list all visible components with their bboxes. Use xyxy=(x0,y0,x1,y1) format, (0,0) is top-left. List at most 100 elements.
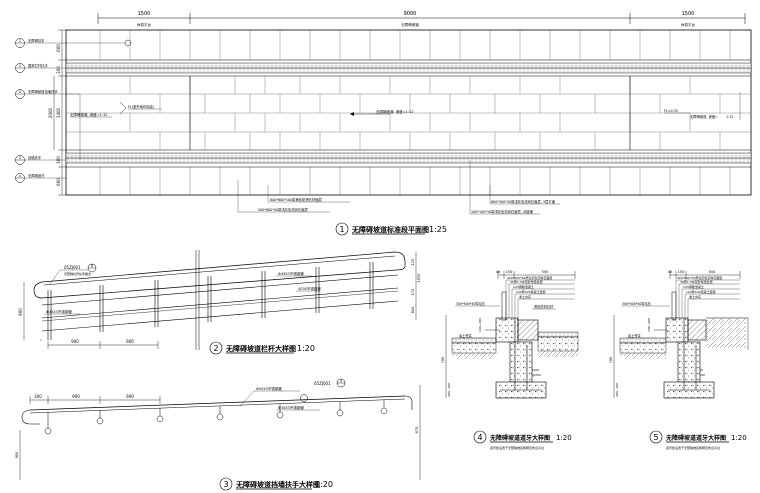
plan-dim-left-6: 600 xyxy=(56,178,61,186)
curb-a-vdim-4: 200 xyxy=(447,391,451,397)
curb-b-dim-3: 500 xyxy=(709,270,716,274)
plan-dim-top-note-2: 无障碍坡道 xyxy=(401,22,419,27)
plan-dim-top-note-1: 休息平台 xyxy=(137,22,151,27)
plan-callout-2: 600*300*30厚浅灰色花岗石面层, 3层平铺 xyxy=(491,199,556,204)
plan-dim-top-1: 1500 xyxy=(138,11,151,17)
curb-b-title-num: 5 xyxy=(653,433,658,442)
plan-slope-right: 无障碍坡道, 坡度= xyxy=(690,114,718,119)
curb-b-vdim-2: 700 xyxy=(609,357,613,364)
railing-vdim-r3: 170 xyxy=(411,289,415,296)
railing-ref-code: 05ZJ001 xyxy=(64,265,81,270)
curb-b-note-1: 素土夯实 xyxy=(628,333,641,338)
curb-b-layer-3: C25钢筋混凝土 xyxy=(683,284,704,289)
railing-dim-2: 900 xyxy=(126,339,134,344)
curb-b-dim-1: 45 xyxy=(668,270,672,274)
curb-a-dim-1: 45 xyxy=(496,270,500,274)
legend-text-5: 无障碍道牙 xyxy=(28,173,45,178)
railing-vdim-r2: 1050 xyxy=(417,274,421,283)
wall-scale: 1:20 xyxy=(315,480,333,489)
plan-dim-left-1: 600 xyxy=(56,44,61,52)
plan-callout-3: 100*100*30厚浅灰色花岗石面层, 对缝铺 xyxy=(471,209,533,214)
curb-a-layer-3: C25钢筋混凝土 xyxy=(513,284,534,289)
curb-a-note-2: 素土夯实 xyxy=(459,333,472,338)
legend-num-5: 4 xyxy=(19,174,22,178)
legend-num-4: 3 xyxy=(19,156,21,160)
railing-vdim-r4: 800 xyxy=(411,307,415,314)
plan-slope-mid: 无障碍坡道, 坡度=1:12 xyxy=(376,109,414,114)
legend-num-2: 2 xyxy=(19,64,21,68)
curb-a-note-1: 黄色防滑石材 xyxy=(534,304,554,309)
wall-note-1: Φ50X3不锈钢管 xyxy=(256,386,282,391)
curb-b-vdim-3: 100 xyxy=(615,383,619,389)
curb-b-left-note: 300*600*40厚毛石 xyxy=(622,301,651,306)
railing-scale: 1:20 xyxy=(297,344,315,353)
legend-num-1: 1 xyxy=(19,39,21,43)
wall-title-num: 3 xyxy=(223,480,228,489)
plan-dim-left-2: 300 xyxy=(56,66,61,74)
curb-b-layer-4: 100厚C20混凝土垫层 xyxy=(686,289,716,294)
wall-vdim-1: 675 xyxy=(415,427,419,434)
wall-ref-num: 4 xyxy=(340,379,343,383)
wall-ref-code: 05ZJ001 xyxy=(314,381,331,386)
legend-text-4: 挡墙扶手 xyxy=(28,155,42,160)
legend-text-2: 园林栏杆扶手 xyxy=(28,63,48,68)
curb-a-left-note: 300*600*40厚毛石 xyxy=(456,301,485,306)
wall-dim-3: 900 xyxy=(126,394,134,399)
plan-title: 无障碍坡道标准段平面图 xyxy=(351,225,429,234)
plan-slope-right-val: 1:12 xyxy=(726,115,733,119)
railing-title-num: 2 xyxy=(213,344,218,353)
curb-a-title-num: 4 xyxy=(477,433,482,442)
curb-b-vdim-4: 200 xyxy=(615,391,619,397)
plan-dim-left-4: 1400 xyxy=(56,107,61,118)
curb-b-scale: 1:20 xyxy=(731,434,747,442)
legend-num-3: 3 xyxy=(19,90,21,94)
curb-a-vdim-1: 100~200 xyxy=(478,318,482,332)
railing-vdim-left: 900 xyxy=(18,308,23,316)
legend-text-3: 无障碍坡道挡墙扶手 xyxy=(28,89,58,94)
railing-note-3: Φ45X3不锈钢管 xyxy=(46,309,72,314)
curb-a-vdim-3: 100 xyxy=(447,383,451,389)
plan-dim-top-2: 9000 xyxy=(404,11,417,17)
curb-b-vdim-1: 100~200 xyxy=(647,318,651,332)
plan-fl-left: FL(室外地坪标高) xyxy=(128,104,154,109)
curb-b-layer-2: 30厚1:3水泥砂浆结合层 xyxy=(680,279,713,284)
curb-a-dim-2: 150 xyxy=(506,270,513,274)
wall-rail-detail: 300 900 900 Φ50X3不锈钢管 Φ30X3不锈钢管 05ZJ001 … xyxy=(15,378,421,491)
curb-b-subnote: 道牙处设置于无障碍坡道两侧及休息平台 xyxy=(666,445,720,450)
plan-dim-left-3: 2000 xyxy=(48,107,53,118)
legend-text-1: 无障碍扶手 xyxy=(28,38,45,43)
curb-a-layer-1: 300*600*50厚浅灰色花岗石面层 xyxy=(507,275,552,280)
curb-detail-a: 45 150 500 300*600*50厚浅灰色花岗石面层 30厚1:3水泥砂… xyxy=(441,270,579,450)
wall-title: 无障碍坡道挡墙扶手大样图 xyxy=(235,480,320,489)
plan-dim-left-5: 300 xyxy=(56,156,61,164)
plan-callout-1: 500*600*50厚浅灰色花岗石面层 xyxy=(258,207,308,212)
curb-a-note-4: Φ12@200 xyxy=(526,373,541,377)
curb-a-layer-2: 30厚1:3水泥砂浆结合层 xyxy=(510,279,543,284)
railing-note-2: 4030不锈钢管 xyxy=(298,286,321,291)
plan-legend: 1 无障碍扶手 2 园林栏杆扶手 3 无障碍坡道挡墙扶手 3 挡墙扶手 4 xyxy=(15,38,132,183)
railing-dim-1: 900 xyxy=(71,339,79,344)
railing-ref-note: 无障碍栏杆扶手做法 xyxy=(64,271,91,276)
curb-a-title: 无障碍坡道道牙大样图 xyxy=(489,434,550,442)
railing-detail: 05ZJ001 8 无障碍栏杆扶手做法 Φ45X3不锈钢管 4030不锈钢管 Φ… xyxy=(18,250,421,355)
curb-b-dim-2: 150 xyxy=(678,270,685,274)
curb-b-layer-5: 素土夯实 xyxy=(689,294,701,299)
wall-note-2: Φ30X3不锈钢管 xyxy=(278,405,304,410)
plan-scale: 1:25 xyxy=(429,225,447,234)
plan-dim-top-note-3: 休息平台 xyxy=(681,22,695,27)
wall-vdim-2: 900 xyxy=(15,452,19,459)
plan-dim-top-3: 1500 xyxy=(682,11,695,17)
curb-a-scale: 1:20 xyxy=(556,434,572,442)
curb-a-vdim-2: 700 xyxy=(441,357,445,364)
plan-title-num: 1 xyxy=(339,225,344,234)
wall-dim-1: 300 xyxy=(34,394,42,399)
railing-title: 无障碍坡道栏杆大样图 xyxy=(225,344,296,353)
curb-b-layer-1: 300*600*50厚浅灰色花岗石面层 xyxy=(677,275,722,280)
curb-a-subnote: 道牙处设置于无障碍坡道两侧及休息平台 xyxy=(490,445,544,450)
railing-vdim-r1: 125 xyxy=(411,259,415,266)
curb-detail-b: 45 150 500 300*600*50厚浅灰色花岗石面层 30厚1:3水泥砂… xyxy=(609,270,749,450)
curb-a-layer-5: 素土夯实 xyxy=(519,294,531,299)
plan-view: 1500 9000 1500 休息平台 无障碍坡道 休息平台 xyxy=(15,11,752,236)
curb-a-dim-3: 500 xyxy=(542,270,549,274)
